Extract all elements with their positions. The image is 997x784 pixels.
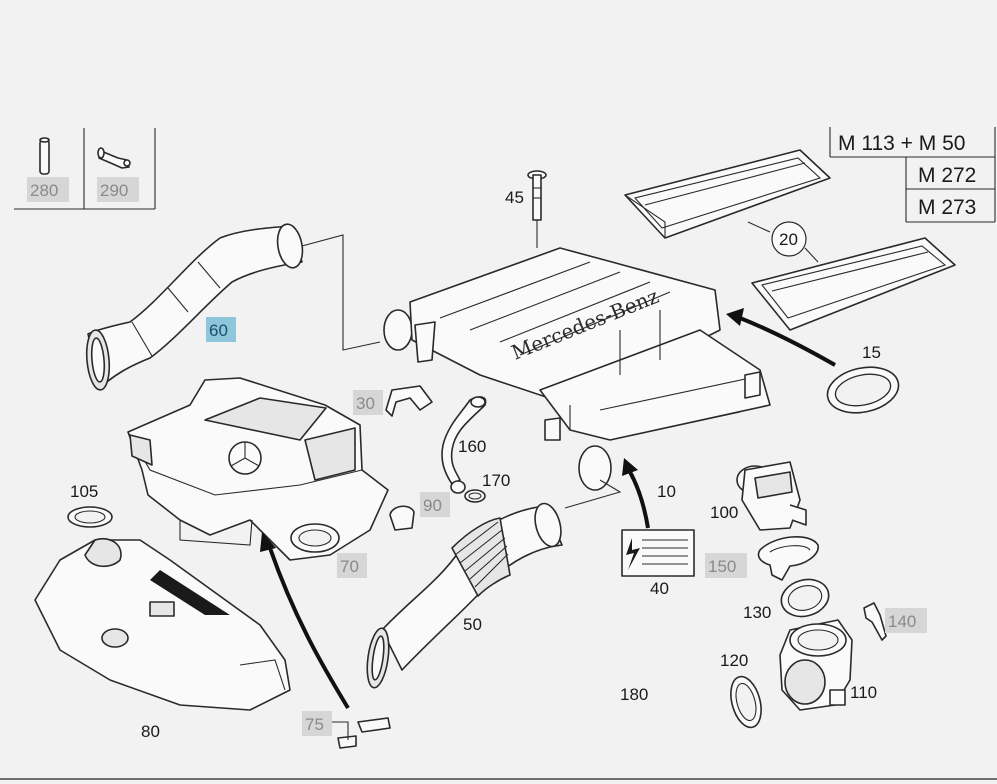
label-140: 140 — [888, 612, 916, 631]
part-80-lower-cover[interactable] — [34, 538, 291, 711]
label-130: 130 — [743, 603, 771, 622]
part-130-seal[interactable] — [777, 574, 833, 621]
label-70: 70 — [340, 557, 359, 576]
part-110-throttle-body[interactable] — [779, 619, 853, 711]
callout-circle-20 — [771, 221, 807, 257]
part-90-grommet[interactable] — [389, 480, 466, 531]
label-60: 60 — [209, 321, 228, 340]
part-160-hose[interactable] — [441, 396, 487, 485]
part-labels: 280 290 60 45 20 15 30 160 170 90 10 100… — [27, 177, 927, 741]
label-15: 15 — [862, 343, 881, 362]
label-150: 150 — [708, 557, 736, 576]
part-140-sensor[interactable] — [863, 602, 887, 641]
label-290: 290 — [100, 181, 128, 200]
part-30-bracket[interactable] — [385, 385, 433, 417]
part-60-intake-duct[interactable] — [84, 222, 305, 391]
label-50: 50 — [463, 615, 482, 634]
lightning-icon — [626, 538, 640, 570]
part-120-seal-ring[interactable] — [726, 673, 767, 730]
part-15-seal-ring[interactable] — [823, 361, 903, 419]
label-10: 10 — [657, 482, 676, 501]
part-75-clips[interactable] — [332, 717, 391, 749]
part-40-warning-label[interactable] — [621, 529, 695, 577]
label-105: 105 — [70, 482, 98, 501]
label-45: 45 — [505, 188, 524, 207]
label-110: 110 — [850, 683, 877, 702]
part-45-bolt[interactable] — [527, 170, 547, 248]
label-90: 90 — [423, 496, 442, 515]
variant-m273: M 273 — [918, 196, 976, 219]
label-120: 120 — [720, 651, 748, 670]
part-280-pin[interactable] — [39, 137, 50, 175]
label-80: 80 — [141, 722, 160, 741]
inset-small-parts — [14, 128, 156, 210]
label-40: 40 — [650, 579, 669, 598]
part-100-air-mass-sensor[interactable] — [736, 461, 807, 531]
part-50-intake-hose[interactable] — [364, 501, 565, 689]
part-20-filter-element-top[interactable] — [624, 149, 831, 239]
label-280: 280 — [30, 181, 58, 200]
label-20: 20 — [779, 230, 798, 249]
variant-m272: M 272 — [918, 164, 976, 187]
label-30: 30 — [356, 394, 375, 413]
label-180: 180 — [620, 685, 648, 704]
label-100: 100 — [710, 503, 738, 522]
part-70-engine-cover[interactable] — [127, 377, 389, 561]
part-105-seal[interactable] — [67, 506, 113, 528]
variant-m113-m50: M 113 + M 50 — [838, 132, 965, 155]
part-10-air-filter-housing[interactable]: Mercedes-Benz — [383, 247, 771, 491]
part-20-filter-element-bottom[interactable] — [751, 237, 956, 331]
part-170-clamp[interactable] — [464, 489, 486, 503]
part-150-clamp[interactable] — [757, 535, 819, 581]
engine-variant-table: M 113 + M 50 M 272 M 273 — [829, 127, 996, 223]
label-170: 170 — [482, 471, 510, 490]
label-160: 160 — [458, 437, 486, 456]
part-290-plug[interactable] — [97, 147, 131, 169]
label-75: 75 — [305, 715, 324, 734]
